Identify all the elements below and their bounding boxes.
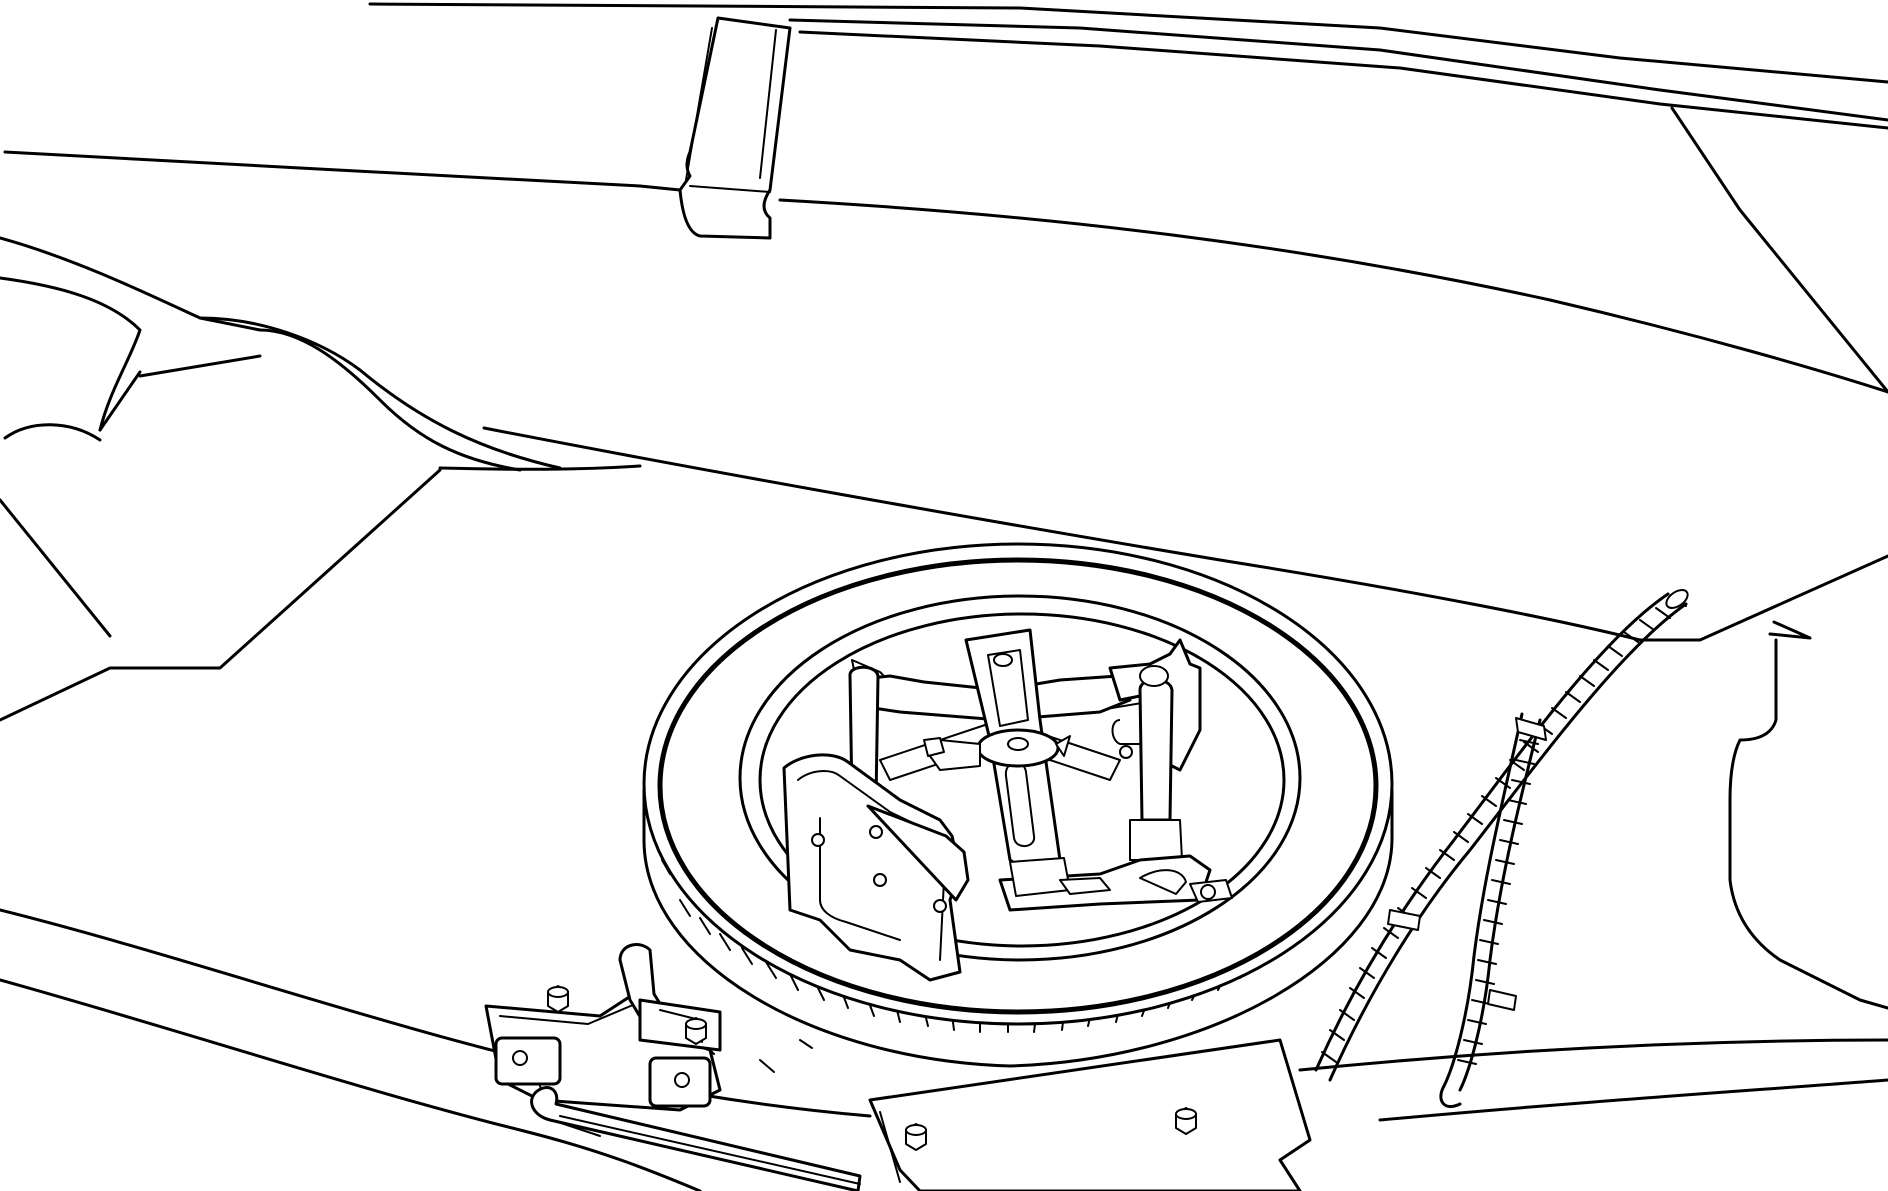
nut [547, 985, 569, 1013]
upper-strap [678, 16, 792, 240]
bracket-hole [933, 899, 947, 913]
hose-clamp [1487, 989, 1517, 1011]
hose-clamp [1387, 909, 1421, 931]
nut [685, 1017, 707, 1045]
bracket-hole [873, 873, 887, 887]
hose-clamp [1515, 717, 1547, 741]
trunk-floor [482, 426, 1888, 1010]
retaining-rod [530, 1086, 862, 1191]
mount-bracket-left [484, 943, 722, 1137]
nut [905, 1123, 927, 1151]
package-shelf [3, 106, 1888, 394]
bracket-hole [869, 825, 883, 839]
bracket-hole [811, 833, 825, 847]
stowage-bracket [782, 753, 970, 982]
left-trim-panel [0, 236, 642, 722]
nut [1175, 1107, 1197, 1135]
trunk-lid-edge [368, 2, 1888, 130]
floor-cover-plate [868, 1038, 1312, 1191]
corrugated-hose [1314, 589, 1689, 1109]
